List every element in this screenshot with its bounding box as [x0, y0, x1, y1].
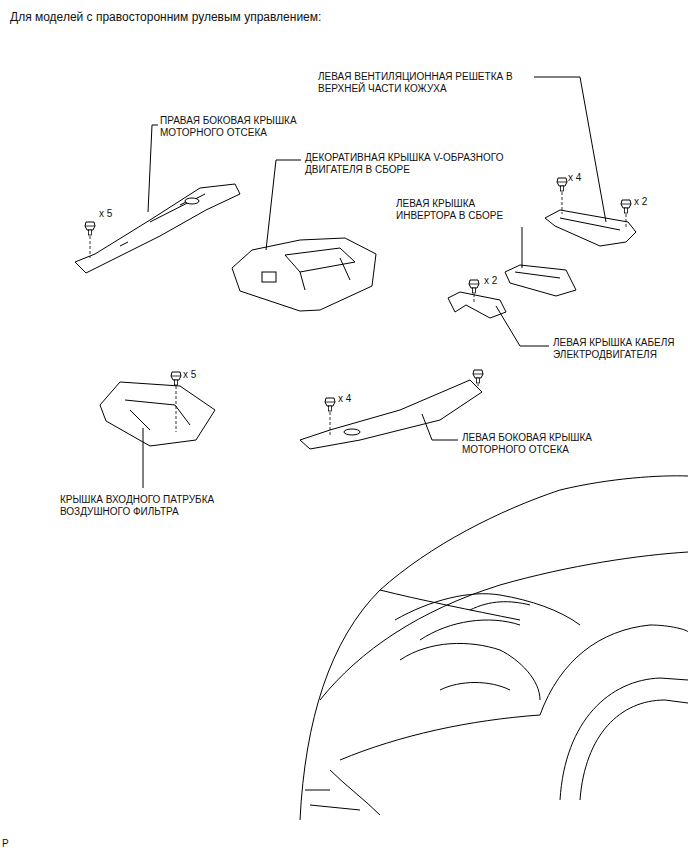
part-name: ДЕКОРАТИВНАЯ КРЫШКА V-ОБРАЗНОГО ДВИГАТЕЛ… — [305, 152, 520, 176]
part-name: ЛЕВАЯ КРЫШКА ИНВЕРТОРА В СБОРЕ — [396, 198, 524, 222]
quantity-mark: x 2 — [634, 196, 664, 208]
part-name: ЛЕВАЯ БОКОВАЯ КРЫШКА МОТОРНОГО ОТСЕКА — [462, 432, 622, 456]
bolts — [85, 178, 631, 411]
part-name: ЛЕВАЯ КРЫШКА КАБЕЛЯ ЭЛЕКТРОДВИГАТЕЛЯ — [553, 337, 675, 361]
quantity-mark: x 5 — [99, 208, 129, 220]
part-name: КРЫШКА ВХОДНОГО ПАТРУБКА ВОЗДУШНОГО ФИЛЬ… — [60, 494, 245, 518]
page-heading: Для моделей с правосторонним рулевым упр… — [10, 10, 321, 24]
figure-code: P — [2, 838, 22, 850]
quantity-mark: x 4 — [568, 172, 598, 184]
leader-lines — [143, 77, 606, 488]
cover-parts — [75, 184, 636, 449]
part-name: ЛЕВАЯ ВЕНТИЛЯЦИОННАЯ РЕШЕТКА В ВЕРХНЕЙ Ч… — [318, 71, 534, 95]
part-name: ПРАВАЯ БОКОВАЯ КРЫШКА МОТОРНОГО ОТСЕКА — [160, 115, 325, 139]
bolt-axes — [90, 192, 626, 436]
quantity-mark: x 5 — [183, 369, 213, 381]
car-outline — [300, 476, 688, 820]
quantity-mark: x 4 — [338, 393, 368, 405]
quantity-mark: x 2 — [484, 275, 514, 287]
